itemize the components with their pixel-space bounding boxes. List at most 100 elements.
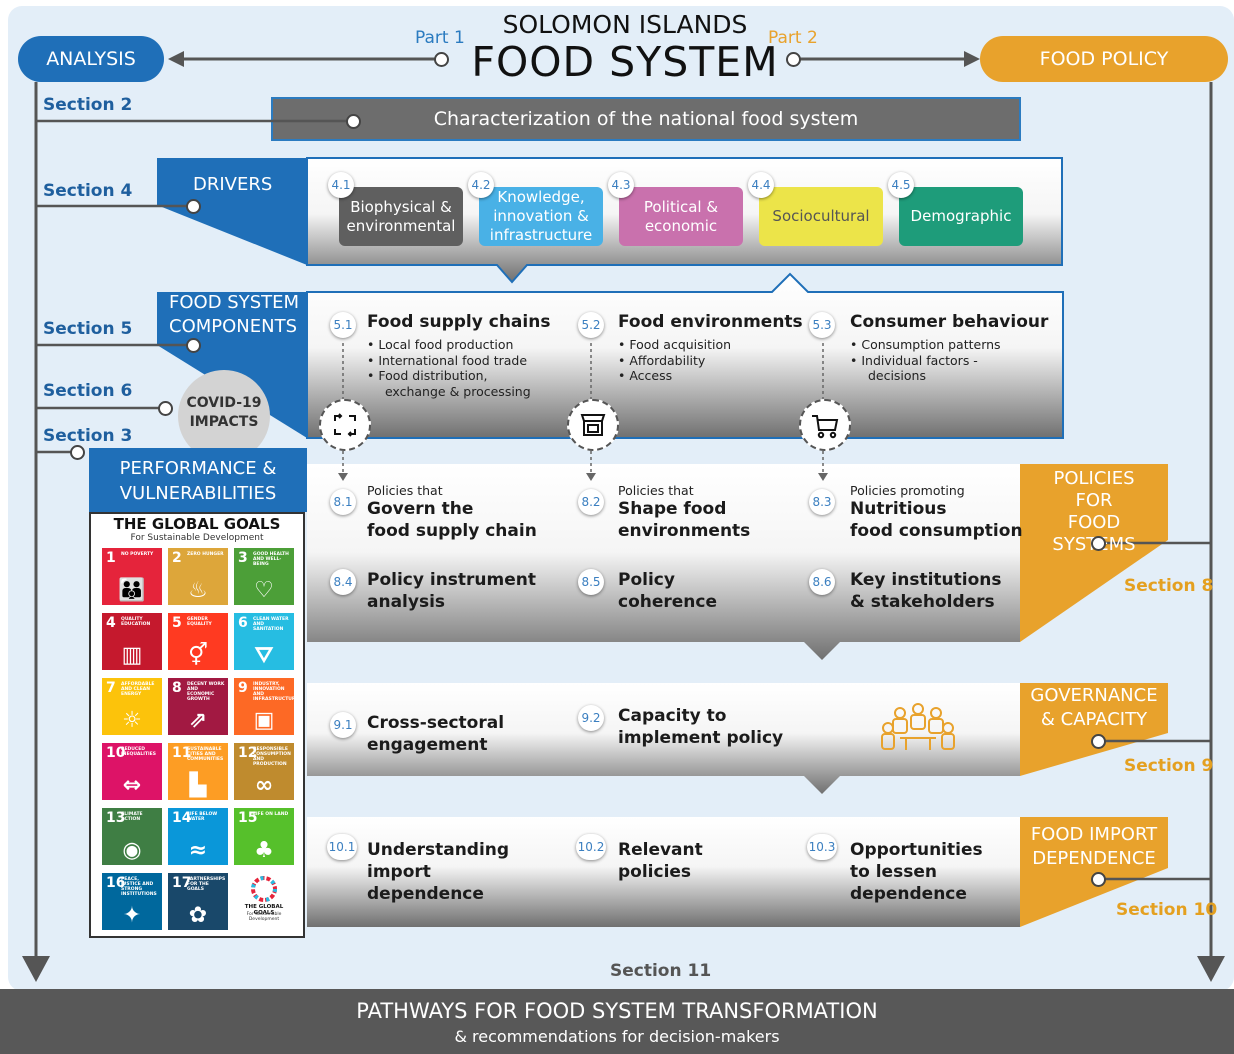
import-3-line3: dependence [850, 884, 967, 904]
import-1-number: 10.1 [327, 834, 357, 860]
component-3-bullet: decisions [860, 368, 926, 383]
governance-2-line2: implement policy [618, 728, 784, 748]
sdg-tile-number: 8 [172, 680, 182, 696]
footer-bar [0, 989, 1234, 1054]
drivers-wedge [157, 158, 307, 265]
global-goals-logo-sub: For Sustainable Development [246, 912, 282, 922]
shopping-cart-icon [799, 399, 851, 451]
component-2-title: Food environments [618, 312, 803, 332]
title-line1: SOLOMON ISLANDS [502, 10, 748, 39]
section-5-label: Section 5 [43, 319, 133, 339]
component-3-title: Consumer behaviour [850, 312, 1049, 332]
import-2-line1: Relevant [618, 840, 703, 860]
footer-subtitle: & recommendations for decision-makers [454, 1027, 780, 1046]
governance-panel [307, 683, 1020, 794]
sdg-tile-text: NO POVERTY [121, 552, 154, 557]
governance-1-number: 9.1 [330, 712, 356, 738]
driver-4-number: 4.4 [748, 172, 774, 198]
section2-node [346, 114, 361, 129]
sdg-tile-text: SUSTAINABLE CITIES AND COMMUNITIES [187, 747, 224, 762]
section-2-label: Section 2 [43, 95, 133, 115]
sdg-tile-text: REDUCED INEQUALITIES [121, 747, 156, 757]
sdg-tile-number: 10 [106, 745, 126, 761]
component-2-bullet: • Access [618, 368, 673, 383]
policy-2-line1: Shape food [618, 499, 727, 519]
governance-wedge [1020, 683, 1168, 776]
governance-2-line1: Capacity to [618, 706, 727, 726]
driver-2-number: 4.2 [468, 172, 494, 198]
sdg-tile-number: 14 [172, 810, 192, 826]
sdg-tile-text: CLEAN WATER AND SANITATION [253, 617, 289, 632]
sdg-tile-number: 2 [172, 550, 182, 566]
driver-1-number: 4.1 [328, 172, 354, 198]
drivers-node [186, 199, 201, 214]
sdg-tile-text: PEACE, JUSTICE AND STRONG INSTITUTIONS [121, 877, 157, 897]
sdg-tile-text: ZERO HUNGER [187, 552, 224, 557]
tree-icon: ♣ [254, 838, 274, 863]
components-node [186, 338, 201, 353]
policy-2-line2: environments [618, 521, 751, 541]
policies-panel [307, 464, 1020, 660]
components-panel [306, 272, 1064, 439]
water-icon: ⛛ [254, 643, 274, 668]
component-1-title: Food supply chains [367, 312, 551, 332]
analysis-pill: ANALYSIS [18, 36, 164, 82]
sdg-tile-number: 4 [106, 615, 116, 631]
part1-node [434, 52, 449, 67]
covid-node [158, 401, 173, 416]
sdg-tile-6: 6 CLEAN WATER AND SANITATION ⛛ [234, 613, 294, 670]
imports-label-line2: DEPENDENCE [1032, 848, 1156, 869]
people-meeting-icon [881, 703, 955, 750]
infinity-icon: ∞ [254, 773, 274, 798]
component-3-bullet: • Consumption patterns [850, 337, 1001, 352]
sun-icon: ☼ [122, 708, 142, 733]
component-2-number: 5.2 [578, 312, 604, 338]
sdg-tile-number: 17 [172, 875, 192, 891]
sdg-tile-number: 6 [238, 615, 248, 631]
governance-label-line1: GOVERNANCE [1030, 685, 1158, 706]
components-label-line1: FOOD SYSTEM [169, 292, 300, 313]
sdg-tile-text: CLIMATE ACTION [121, 812, 143, 822]
policy-3-pre: Policies promoting [850, 483, 965, 498]
component-3-bullet: • Individual factors - [850, 352, 978, 368]
imports-node [1091, 872, 1106, 887]
sdg-tile-text: GENDER EQUALITY [187, 617, 212, 627]
governance-1-line2: engagement [367, 735, 488, 755]
component-3-number: 5.3 [809, 312, 835, 338]
part1-label: Part 1 [415, 28, 465, 48]
dove-icon: ✦ [122, 903, 142, 928]
rings-icon: ✿ [188, 903, 208, 928]
covid-line2: IMPACTS [189, 414, 259, 430]
policy-1-line1: Govern the [367, 499, 474, 519]
sdg-tile-number: 16 [106, 875, 126, 891]
covid-bubble [178, 370, 270, 462]
component-2-bullet: • Affordability [618, 352, 706, 368]
book-icon: ▥ [121, 643, 143, 668]
section-4-label: Section 4 [43, 181, 133, 201]
global-goals-title: THE GLOBAL GOALS [113, 515, 281, 533]
family-icon: 👪 [118, 578, 146, 603]
eye-globe-icon: ◉ [122, 838, 142, 863]
drivers-label: DRIVERS [193, 174, 273, 195]
sdg-tile-number: 1 [106, 550, 116, 566]
sdg-tile-number: 5 [172, 615, 182, 631]
sdg-tile-text: INDUSTRY, INNOVATION AND INFRASTRUCTURE [253, 682, 294, 702]
sdg-wheel-icon [251, 876, 277, 902]
import-2-number: 10.2 [576, 834, 606, 860]
global-goals-logo-title: THE GLOBAL GOALS [244, 904, 284, 916]
driver-1-box: Biophysical & environmental [339, 187, 463, 246]
heartbeat-icon: ♡ [254, 578, 274, 603]
policy-2-pre: Policies that [618, 483, 694, 498]
policy-3-number: 8.3 [809, 489, 835, 515]
imports-label-line1: FOOD IMPORT [1030, 824, 1158, 845]
component-1-bullet: • Local food production [367, 337, 514, 352]
